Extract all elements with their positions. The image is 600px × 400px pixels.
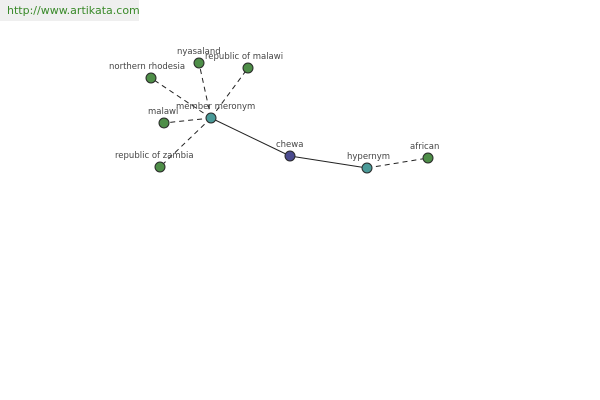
- node-marker[interactable]: [361, 162, 373, 174]
- node-label: republic of zambia: [115, 151, 194, 161]
- node-republic-of-malawi[interactable]: republic of malawi: [205, 52, 283, 74]
- edge-chewa-to-hypernym: [289, 155, 368, 169]
- node-northern-rhodesia[interactable]: northern rhodesia: [109, 62, 185, 84]
- edge-member-meronym-to-northern-rhodesia: [150, 77, 212, 119]
- edge-member-meronym-to-chewa: [210, 117, 291, 157]
- node-label: nyasaland: [177, 47, 221, 57]
- site-url-link[interactable]: http://www.artikata.com: [7, 4, 140, 17]
- edge-hypernym-to-african: [366, 157, 429, 169]
- node-marker[interactable]: [205, 112, 217, 124]
- node-republic-of-zambia[interactable]: republic of zambia: [115, 151, 194, 173]
- node-african[interactable]: african: [410, 142, 439, 164]
- url-banner: http://www.artikata.com: [0, 0, 140, 21]
- node-label: chewa: [276, 140, 303, 150]
- node-label: malawi: [148, 107, 178, 117]
- node-member-meronym[interactable]: member meronym: [176, 102, 255, 124]
- node-marker[interactable]: [242, 62, 254, 74]
- edges-layer: [150, 62, 429, 169]
- node-marker[interactable]: [193, 57, 205, 69]
- edge-member-meronym-to-republic-of-malawi: [210, 67, 249, 119]
- node-nyasaland[interactable]: nyasaland: [177, 47, 221, 69]
- node-marker[interactable]: [154, 161, 166, 173]
- node-malawi[interactable]: malawi: [148, 107, 178, 129]
- node-label: african: [410, 142, 439, 152]
- edge-member-meronym-to-malawi: [163, 117, 212, 124]
- node-label: northern rhodesia: [109, 62, 185, 72]
- node-label: member meronym: [176, 102, 255, 112]
- edge-member-meronym-to-nyasaland: [198, 62, 212, 119]
- node-chewa[interactable]: chewa: [276, 140, 303, 162]
- node-label: republic of malawi: [205, 52, 283, 62]
- node-marker[interactable]: [145, 72, 157, 84]
- node-marker[interactable]: [422, 152, 434, 164]
- node-hypernym[interactable]: hypernym: [347, 152, 390, 174]
- node-marker[interactable]: [158, 117, 170, 129]
- node-label: hypernym: [347, 152, 390, 162]
- edge-member-meronym-to-republic-of-zambia: [159, 117, 212, 168]
- node-marker[interactable]: [284, 150, 296, 162]
